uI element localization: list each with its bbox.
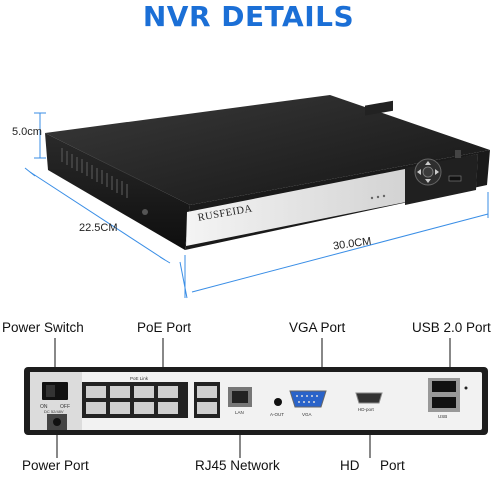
usb-text: USB — [438, 414, 448, 419]
hd-label: HD — [340, 458, 360, 473]
page-title: NVR DETAILS — [142, 0, 355, 33]
poe-port-label: PoE Port — [137, 320, 192, 335]
power-switch-label: Power Switch — [2, 320, 84, 335]
off-text: OFF — [60, 404, 70, 410]
usb-port-label: USB 2.0 Port — [412, 320, 491, 335]
power-port-label: Power Port — [22, 458, 89, 473]
depth-dimension: 22.5CM — [79, 222, 118, 234]
height-dimension: 5.0cm — [12, 126, 42, 138]
poe-link-text: PoE Link — [130, 376, 149, 381]
port-label: Port — [380, 458, 405, 473]
hdmi-text: HD-port — [358, 407, 374, 412]
rj45-label: RJ45 Network — [195, 458, 280, 473]
dc-text: DC 52/48V — [44, 409, 64, 414]
on-text: ON — [40, 404, 48, 410]
vga-port-label: VGA Port — [289, 320, 346, 335]
vga-text: VGA — [302, 412, 312, 417]
lan-text: LAN — [235, 410, 244, 415]
aout-text: A-OUT — [270, 412, 284, 417]
